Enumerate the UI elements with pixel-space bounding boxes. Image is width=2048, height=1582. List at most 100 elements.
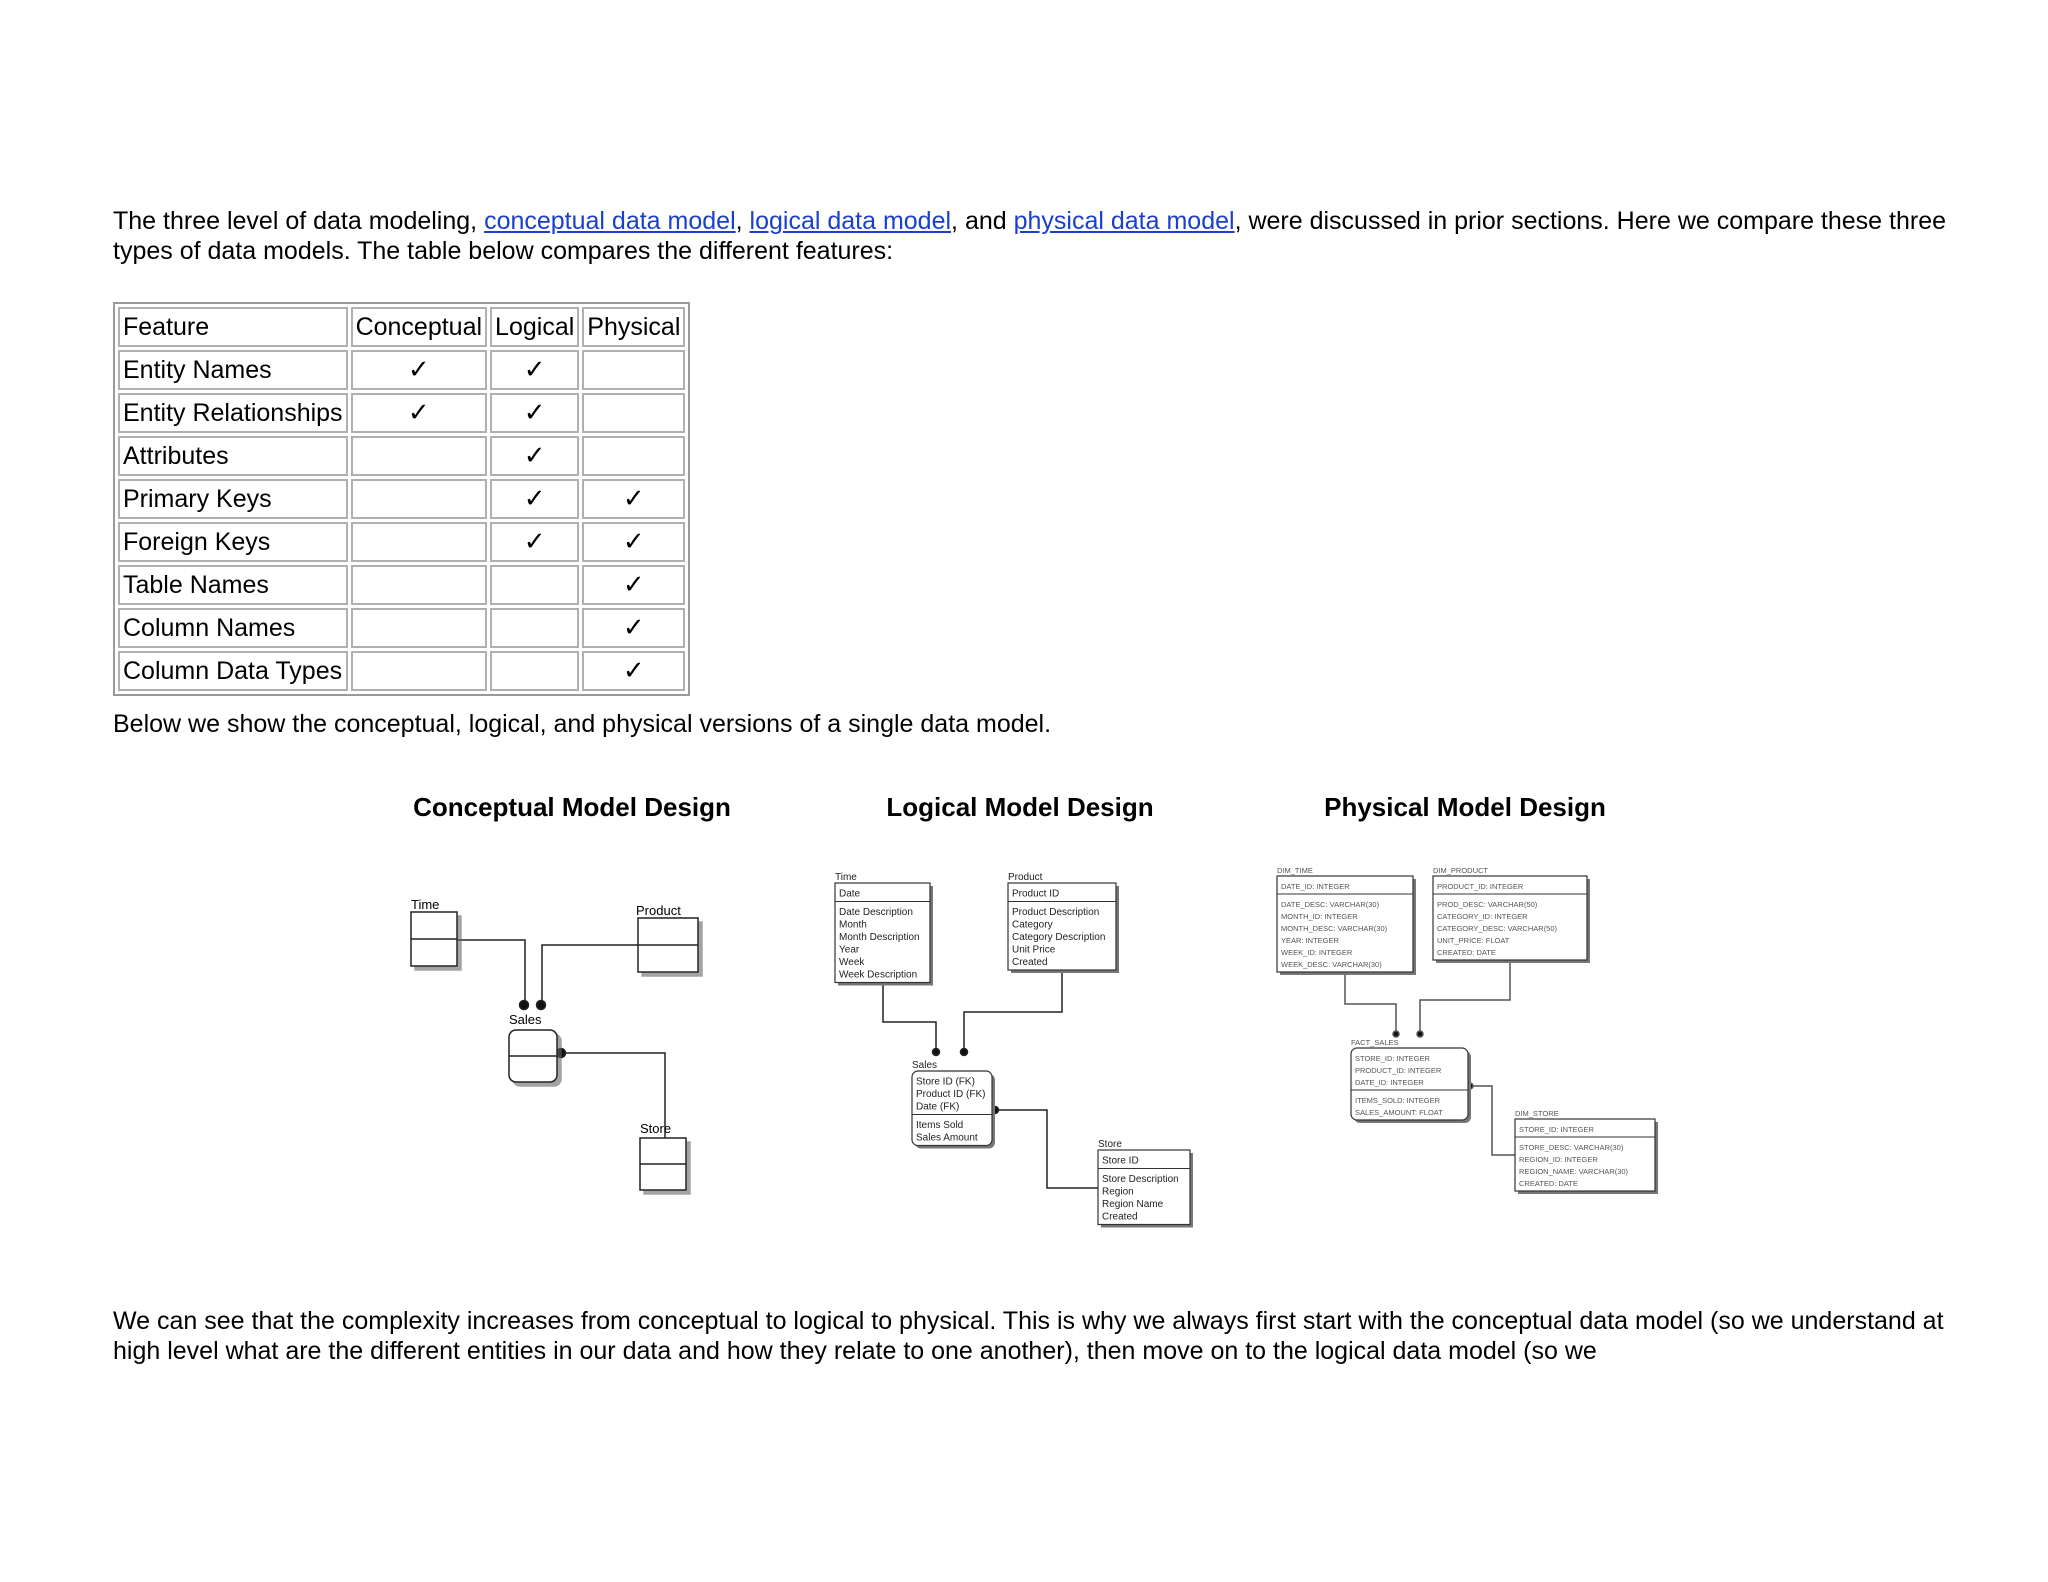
row-logical-cell: ✓: [490, 436, 580, 476]
row-physical-cell: [582, 350, 686, 390]
conceptual-data-model-link[interactable]: conceptual data model: [484, 207, 736, 235]
row-logical-cell: [490, 608, 580, 648]
entity-key-label: Product ID: [1012, 889, 1059, 900]
table-row: Entity Relationships✓✓: [118, 393, 686, 433]
entity-key-label: PRODUCT_ID: INTEGER: [1437, 882, 1524, 891]
entity-attribute-label: Date Description: [839, 907, 913, 918]
row-conceptual-cell: [350, 479, 488, 519]
physical-data-model-link[interactable]: physical data model: [1013, 207, 1235, 235]
entity-box: [1097, 1149, 1191, 1226]
entity-attribute-label: MONTH_ID: INTEGER: [1281, 912, 1358, 921]
table-row: Entity Names✓✓: [118, 350, 686, 390]
entity-key-label: Store ID (FK): [916, 1077, 975, 1088]
entity-box: [911, 1070, 993, 1147]
entity-box: [1432, 875, 1588, 961]
table-header-row: Feature Conceptual Logical Physical: [118, 307, 686, 347]
row-conceptual-cell: [350, 565, 488, 605]
product-sales-endpoint: [535, 999, 547, 1011]
entity-box: [1514, 1118, 1656, 1192]
entity-attribute-label: SALES_AMOUNT: FLOAT: [1355, 1108, 1443, 1117]
conceptual-caption: Conceptual Model Design: [413, 792, 731, 822]
entity-name-label: FACT_SALES: [1351, 1038, 1399, 1047]
row-feature-cell: Column Names: [118, 608, 348, 648]
entity-attribute-label: REGION_NAME: VARCHAR(30): [1519, 1167, 1629, 1176]
physical-diagram: DIM_TIME DATE_ID: INTEGER DATE_DESC: VARCH…: [1276, 866, 1658, 1194]
row-physical-cell: ✓: [582, 522, 686, 562]
row-logical-cell: [490, 651, 580, 691]
entity-attribute-label: ITEMS_SOLD: INTEGER: [1355, 1096, 1441, 1105]
entity-box: [1350, 1047, 1469, 1121]
entity-key-label: PRODUCT_ID: INTEGER: [1355, 1066, 1442, 1075]
row-physical-cell: [582, 393, 686, 433]
row-physical-cell: ✓: [582, 565, 686, 605]
below-paragraph: Below we show the conceptual, logical, a…: [113, 710, 1052, 738]
entity-attribute-label: Category Description: [1012, 932, 1105, 943]
row-logical-cell: [490, 565, 580, 605]
entity-name-label: Store: [1098, 1139, 1122, 1150]
entity-attribute-label: Sales Amount: [916, 1133, 978, 1144]
row-feature-cell: Entity Relationships: [118, 393, 348, 433]
conceptual-product-label: Product: [636, 903, 681, 918]
entity-physical-time: DIM_TIME DATE_ID: INTEGER DATE_DESC: VARCH…: [1276, 866, 1416, 975]
table-row: Attributes ✓: [118, 436, 686, 476]
header-physical: Physical: [582, 307, 686, 347]
entity-attribute-label: CATEGORY_DESC: VARCHAR(50): [1437, 924, 1558, 933]
entity-attribute-label: REGION_ID: INTEGER: [1519, 1155, 1598, 1164]
entity-name-label: DIM_STORE: [1515, 1109, 1559, 1118]
table-row: Column Names✓: [118, 608, 686, 648]
entity-attribute-label: Category: [1012, 920, 1053, 931]
entity-key-label: DATE_ID: INTEGER: [1355, 1078, 1424, 1087]
intro-sep-2: , and: [951, 207, 1014, 235]
entity-physical-product: DIM_PRODUCT PRODUCT_ID: INTEGER PROD_DESC:…: [1432, 866, 1590, 963]
row-conceptual-cell: ✓: [350, 350, 488, 390]
row-feature-cell: Entity Names: [118, 350, 348, 390]
entity-attribute-label: Region: [1102, 1187, 1134, 1198]
entity-attribute-label: Week: [839, 957, 865, 968]
entity-physical-sales: FACT_SALES STORE_ID: INTEGER PRODUCT_ID: I…: [1350, 1038, 1471, 1123]
entity-key-label: Date (FK): [916, 1102, 959, 1113]
sales-store-endpoint: [555, 1047, 567, 1059]
row-conceptual-cell: [350, 436, 488, 476]
row-logical-cell: ✓: [490, 350, 580, 390]
row-feature-cell: Attributes: [118, 436, 348, 476]
row-conceptual-cell: [350, 608, 488, 648]
header-conceptual: Conceptual: [350, 307, 488, 347]
entity-box: [1276, 875, 1414, 973]
entity-attribute-label: CREATED: DATE: [1519, 1179, 1578, 1188]
entity-key-label: Store ID: [1102, 1156, 1139, 1167]
row-logical-cell: ✓: [490, 522, 580, 562]
entity-box: [834, 882, 931, 984]
conceptual-diagram: [410, 911, 699, 1191]
intro-text-end: , were discussed in prior sections. Here…: [113, 207, 1947, 265]
entity-attribute-label: Week Description: [839, 970, 917, 981]
row-logical-cell: ✓: [490, 393, 580, 433]
row-physical-cell: [582, 436, 686, 476]
header-feature: Feature: [118, 307, 348, 347]
entity-key-label: STORE_ID: INTEGER: [1355, 1054, 1430, 1063]
entity-key-label: DATE_ID: INTEGER: [1281, 882, 1350, 891]
entity-name-label: DIM_TIME: [1277, 866, 1313, 875]
row-conceptual-cell: [350, 522, 488, 562]
entity-attribute-label: WEEK_DESC: VARCHAR(30): [1281, 960, 1382, 969]
entity-attribute-label: PROD_DESC: VARCHAR(50): [1437, 900, 1538, 909]
entity-attribute-label: Year: [839, 945, 860, 956]
entity-attribute-label: CREATED: DATE: [1437, 948, 1496, 957]
entity-attribute-label: Product Description: [1012, 907, 1099, 918]
entity-attribute-label: Created: [1012, 957, 1048, 968]
entity-name-label: DIM_PRODUCT: [1433, 866, 1488, 875]
logical-data-model-link[interactable]: logical data model: [749, 207, 952, 235]
entity-attribute-label: Created: [1102, 1212, 1138, 1223]
row-feature-cell: Column Data Types: [118, 651, 348, 691]
time-sales-connector: [457, 939, 526, 1000]
entity-key-label: STORE_ID: INTEGER: [1519, 1125, 1594, 1134]
row-physical-cell: ✓: [582, 479, 686, 519]
row-physical-cell: ✓: [582, 651, 686, 691]
conceptual-sales-label: Sales: [509, 1012, 542, 1027]
entity-attribute-label: MONTH_DESC: VARCHAR(30): [1281, 924, 1388, 933]
conceptual-time-label: Time: [411, 897, 439, 912]
entity-name-label: Product: [1008, 872, 1043, 883]
entity-attribute-label: DATE_DESC: VARCHAR(30): [1281, 900, 1380, 909]
entity-name-label: Sales: [912, 1060, 937, 1071]
entity-box: [1007, 882, 1117, 971]
